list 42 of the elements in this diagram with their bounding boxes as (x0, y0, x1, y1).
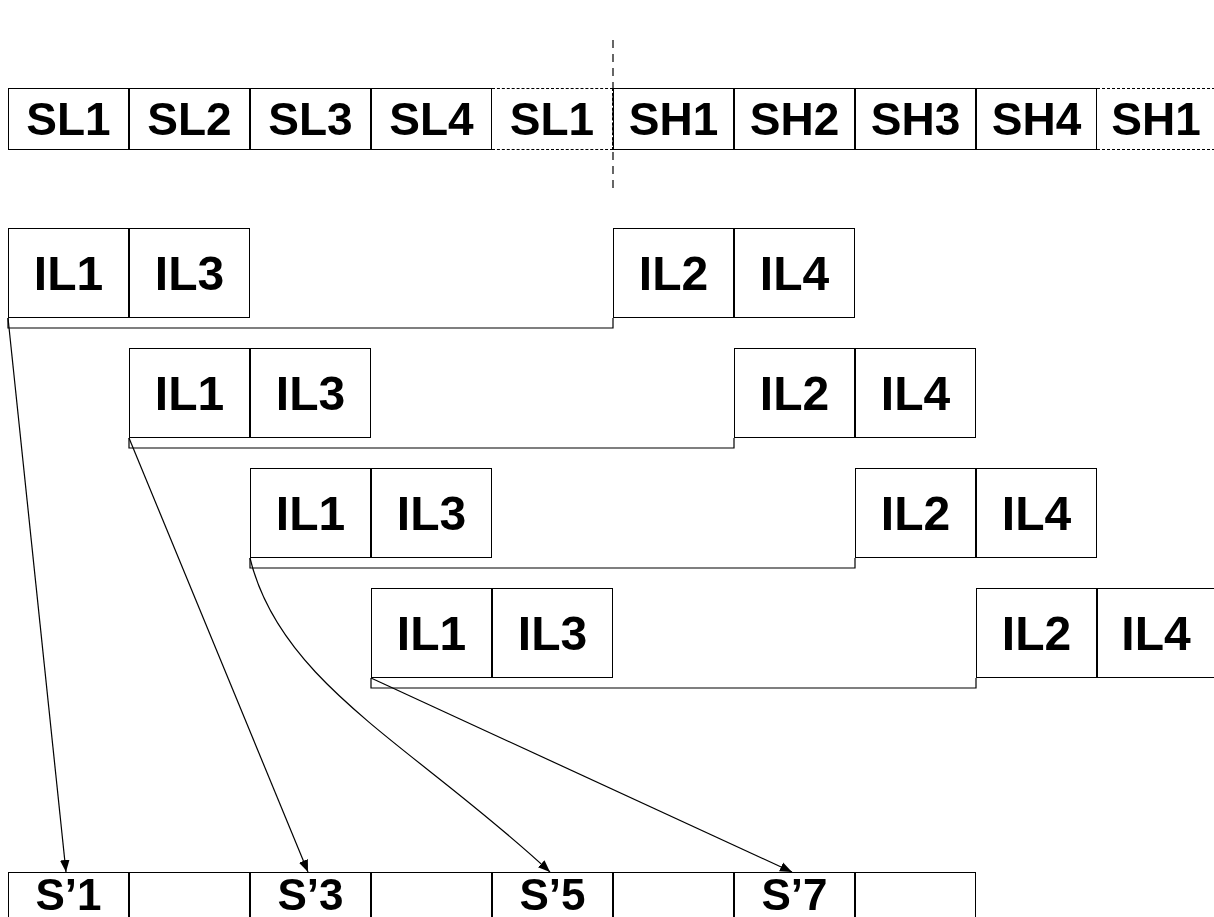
register-cell: IL3 (250, 348, 371, 438)
register-cell: IL2 (734, 348, 855, 438)
register-cell: IL4 (734, 228, 855, 318)
register-cell: SL4 (371, 88, 492, 150)
connector-line (7, 317, 614, 329)
register-cell: IL1 (8, 228, 129, 318)
register-cell: S’1 (8, 872, 129, 917)
register-cell: SH1 (613, 88, 734, 150)
register-cell: SL1 (8, 88, 129, 150)
empty-cell (129, 872, 250, 917)
register-cell: SL3 (250, 88, 371, 150)
register-cell: IL4 (1097, 588, 1214, 678)
register-cell: IL2 (976, 588, 1097, 678)
register-cell: IL2 (855, 468, 976, 558)
register-cell: IL4 (855, 348, 976, 438)
register-cell: IL3 (371, 468, 492, 558)
register-cell: SH4 (976, 88, 1097, 150)
register-cell: IL4 (976, 468, 1097, 558)
register-cell: S’7 (734, 872, 855, 917)
register-cell: S’3 (250, 872, 371, 917)
register-cell: IL3 (129, 228, 250, 318)
arrow (7, 317, 70, 873)
connector-line (370, 677, 977, 689)
register-cell: S’5 (492, 872, 613, 917)
register-cell: IL2 (613, 228, 734, 318)
arrow (128, 437, 309, 873)
register-cell: IL1 (250, 468, 371, 558)
register-cell: IL3 (492, 588, 613, 678)
empty-cell (613, 872, 734, 917)
arrow (370, 677, 793, 873)
connector-line (128, 437, 735, 449)
register-cell: SH3 (855, 88, 976, 150)
register-cell: SL2 (129, 88, 250, 150)
empty-cell (371, 872, 492, 917)
register-cell: SH2 (734, 88, 855, 150)
register-cell: SH1 (1097, 88, 1214, 150)
register-cell: IL1 (129, 348, 250, 438)
arrow (249, 557, 551, 873)
empty-cell (855, 872, 976, 917)
register-cell: SL1 (492, 88, 613, 150)
register-cell: IL1 (371, 588, 492, 678)
connector-line (249, 557, 856, 569)
